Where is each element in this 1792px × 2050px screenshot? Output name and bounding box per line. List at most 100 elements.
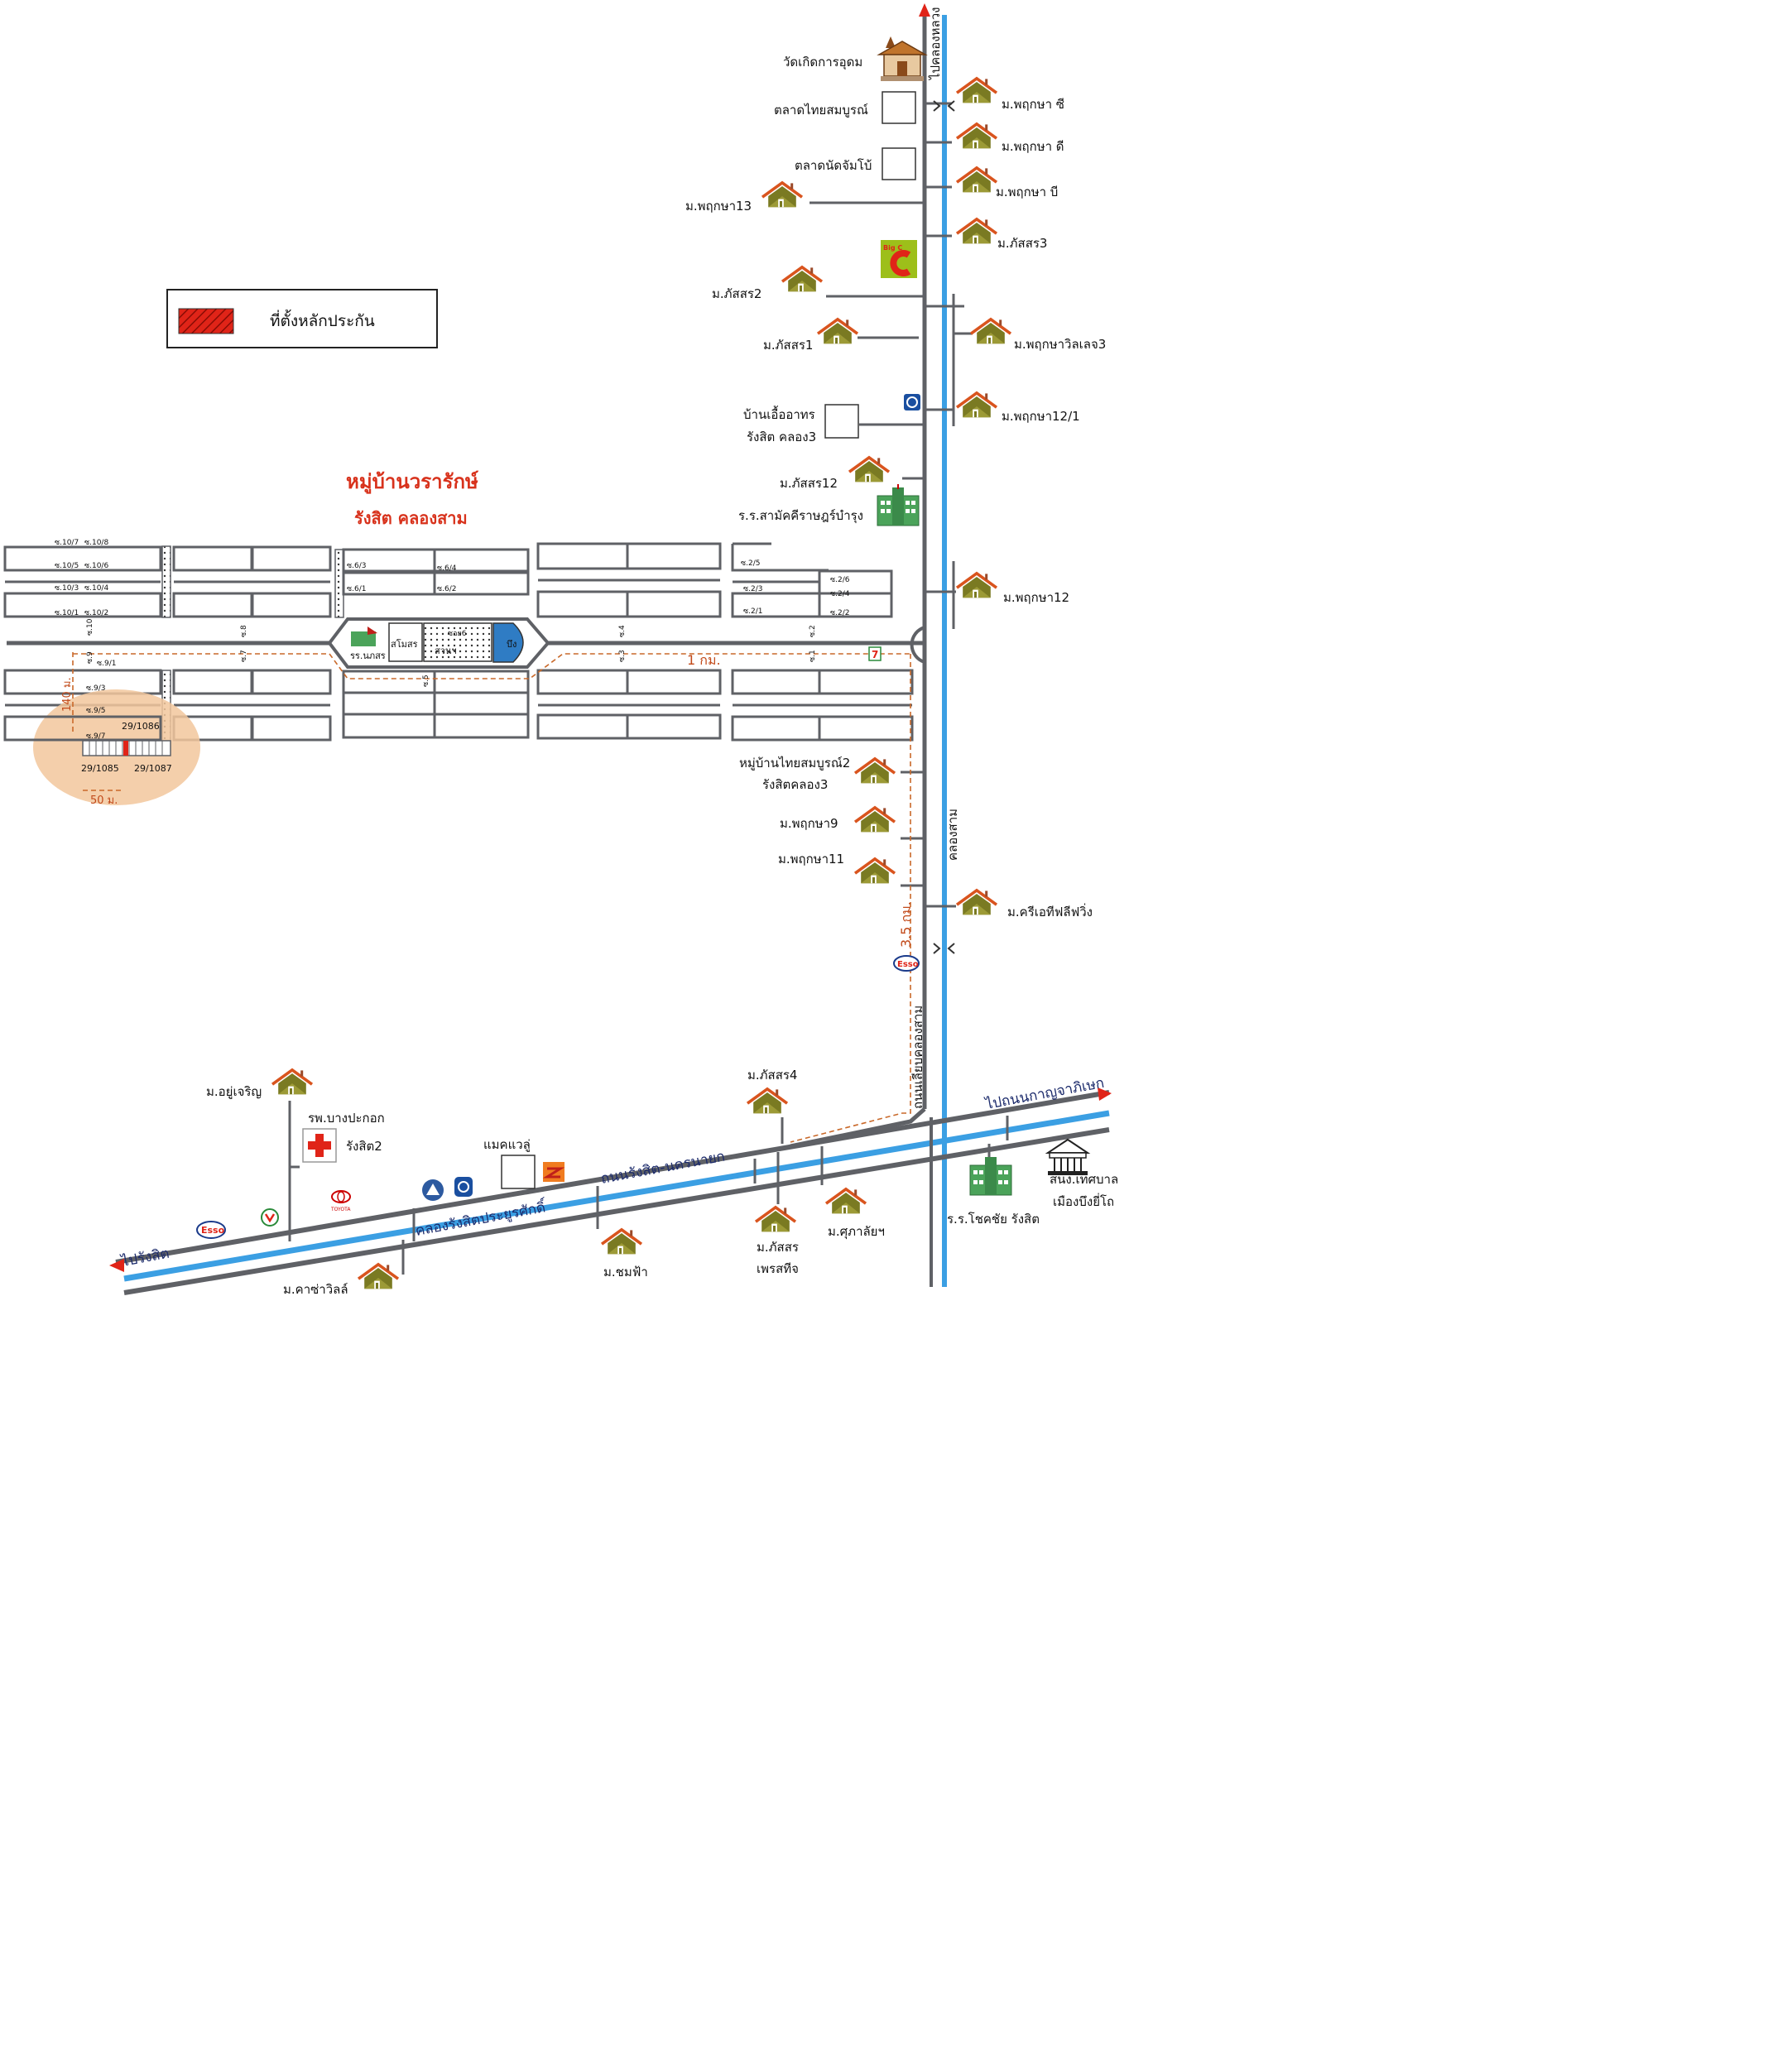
distance-label: 50 ม.	[90, 795, 118, 807]
place-label: ร.ร.โชคชัย รังสิต	[947, 1212, 1040, 1227]
house-icon	[600, 1227, 643, 1256]
place-label: ม.ภัสสร4	[747, 1068, 797, 1083]
bank-icon	[454, 1177, 473, 1197]
village-title: หมู่บ้านวรารักษ์	[346, 470, 478, 494]
place-label: สนง.เทศบาล	[1050, 1172, 1118, 1187]
canal-bridges	[933, 100, 955, 954]
place-boxes	[501, 91, 916, 1189]
house-icon	[754, 1205, 797, 1234]
village-subtitle: รังสิต คลองสาม	[354, 508, 468, 528]
soi-label: ซ.10/5	[55, 562, 79, 570]
side-branch-roads	[810, 102, 973, 908]
place-label: รพ.บางปะกอก	[308, 1111, 385, 1126]
toyota-icon: TOYOTA	[330, 1190, 351, 1212]
soi-label: ซ.10/1	[55, 609, 79, 617]
house-icon	[848, 455, 891, 484]
distance-label: 140 ม.	[61, 677, 74, 712]
soi-label: ซ.2	[809, 625, 817, 637]
place-label: ม.พฤกษา บี	[996, 185, 1058, 199]
place-label: ม.พฤกษาวิลเลจ3	[1014, 337, 1106, 352]
soi-label: ซ.9	[86, 651, 94, 664]
bottom-branch-roads	[288, 1101, 1009, 1275]
direction-arrows	[109, 3, 1112, 1272]
canal-rangsit-prayoonsak	[123, 1110, 1110, 1282]
soi-label: ซ.6/3	[347, 562, 366, 570]
place-label: ม.อยู่เจริญ	[206, 1084, 262, 1099]
place-label: ม.ครีเอทีฟลีฟวิ่ง	[1007, 903, 1093, 919]
bigc-logo: Big C	[881, 240, 917, 278]
soi-label: ซ.6/1	[347, 585, 366, 593]
soi-label: ซ.1	[809, 650, 817, 662]
main-roads	[7, 12, 1110, 1295]
house-icon	[955, 217, 998, 246]
bank-icon	[904, 394, 920, 410]
plot-label: 29/1086	[122, 721, 160, 732]
park-label: บึง	[507, 639, 516, 650]
place-label: ม.ชมฟ้า	[603, 1265, 648, 1279]
park-label: ซอย6	[448, 630, 467, 638]
house-icon	[955, 76, 998, 105]
soi-label: ซ.2/4	[830, 590, 850, 598]
makro-logo-icon	[542, 1162, 565, 1182]
map-labels: วัดเกิดการอุดม ตลาดไทยสมบูรณ์ ตลาดนัดจัม…	[55, 7, 1118, 1297]
esso-text: Esso	[201, 1225, 225, 1236]
house-icon	[955, 888, 998, 917]
roundabout	[910, 626, 925, 664]
euaarthon-box	[824, 404, 859, 439]
bigc-text: Big C	[883, 244, 902, 252]
collateral-plot-marker	[123, 741, 128, 756]
house-icon	[955, 122, 998, 151]
place-label: หมู่บ้านไทยสมบูรณ์2	[739, 756, 850, 771]
soi-label: ซ.10/2	[84, 609, 108, 617]
soi-label: ซ.2/3	[743, 585, 762, 593]
esso-icon: Esso	[893, 955, 920, 972]
soi-label: ซ.8	[240, 625, 248, 637]
market-thaisomboon-box	[882, 91, 916, 124]
place-label: แมคแวลู่	[483, 1137, 531, 1152]
road-label: ถนนเลียบคลองสาม	[910, 1006, 925, 1109]
school-icon	[969, 1157, 1012, 1196]
house-icon	[969, 317, 1012, 346]
place-label: ม.ภัสสร3	[997, 236, 1047, 251]
soi-label: ซ.10/8	[84, 539, 108, 547]
soi-label: ซ.10/6	[84, 562, 108, 570]
house-icon	[955, 391, 998, 420]
house-icon	[824, 1187, 867, 1216]
place-label: บ้านเอื้ออาทร	[743, 406, 815, 422]
esso-text: Esso	[897, 960, 919, 969]
soi-label: ซ.6/4	[437, 564, 457, 573]
soi-label: ซ.10/7	[55, 539, 79, 547]
collateral-area-highlight	[3, 689, 200, 805]
soi-label: ซ.7	[240, 650, 248, 662]
place-label: รังสิต2	[346, 1139, 382, 1154]
soi-label: ซ.10	[86, 618, 94, 636]
toyota-text: TOYOTA	[330, 1207, 351, 1212]
market-jumbo-box	[882, 147, 916, 180]
soi-label: ซ.4	[618, 625, 627, 637]
place-label: ม.พฤกษา13	[685, 199, 752, 214]
house-icon	[853, 805, 896, 834]
village-location-map: ที่ตั้งหลักประกัน หมู่บ้านวรารักษ์ รังสิ…	[3, 3, 1118, 1297]
esso-icon: Esso	[196, 1221, 226, 1239]
place-label: ม.ภัสสร12	[780, 476, 838, 491]
place-label: ม.คาซ่าวิลล์	[283, 1282, 348, 1297]
road-label: ไปถนนกาญจาภิเษก	[982, 1074, 1106, 1113]
soi-label: ซ.2/2	[830, 609, 849, 617]
soi-label: ซ.3	[618, 650, 627, 662]
municipal-office-icon	[1045, 1138, 1091, 1175]
plot-label: 29/1087	[134, 763, 172, 774]
place-label: วัดเกิดการอุดม	[783, 55, 862, 70]
park-label: รร.นภสร	[350, 651, 386, 661]
place-label: ตลาดนัดจัมโบ้	[795, 158, 872, 173]
house-icon	[853, 857, 896, 886]
house-icon	[816, 317, 859, 346]
place-label: ตลาดไทยสมบูรณ์	[774, 103, 868, 118]
road-label: คลองสาม	[945, 809, 960, 861]
place-label: ม.พฤกษา12/1	[1002, 409, 1080, 424]
distance-routes	[72, 652, 911, 1143]
bank-icon	[261, 1208, 279, 1227]
place-label: ม.ภัสสร2	[712, 286, 761, 301]
soi-label: ซ.6/2	[437, 585, 456, 593]
place-label: เพรสทีจ	[757, 1261, 799, 1276]
house-icon	[955, 571, 998, 600]
